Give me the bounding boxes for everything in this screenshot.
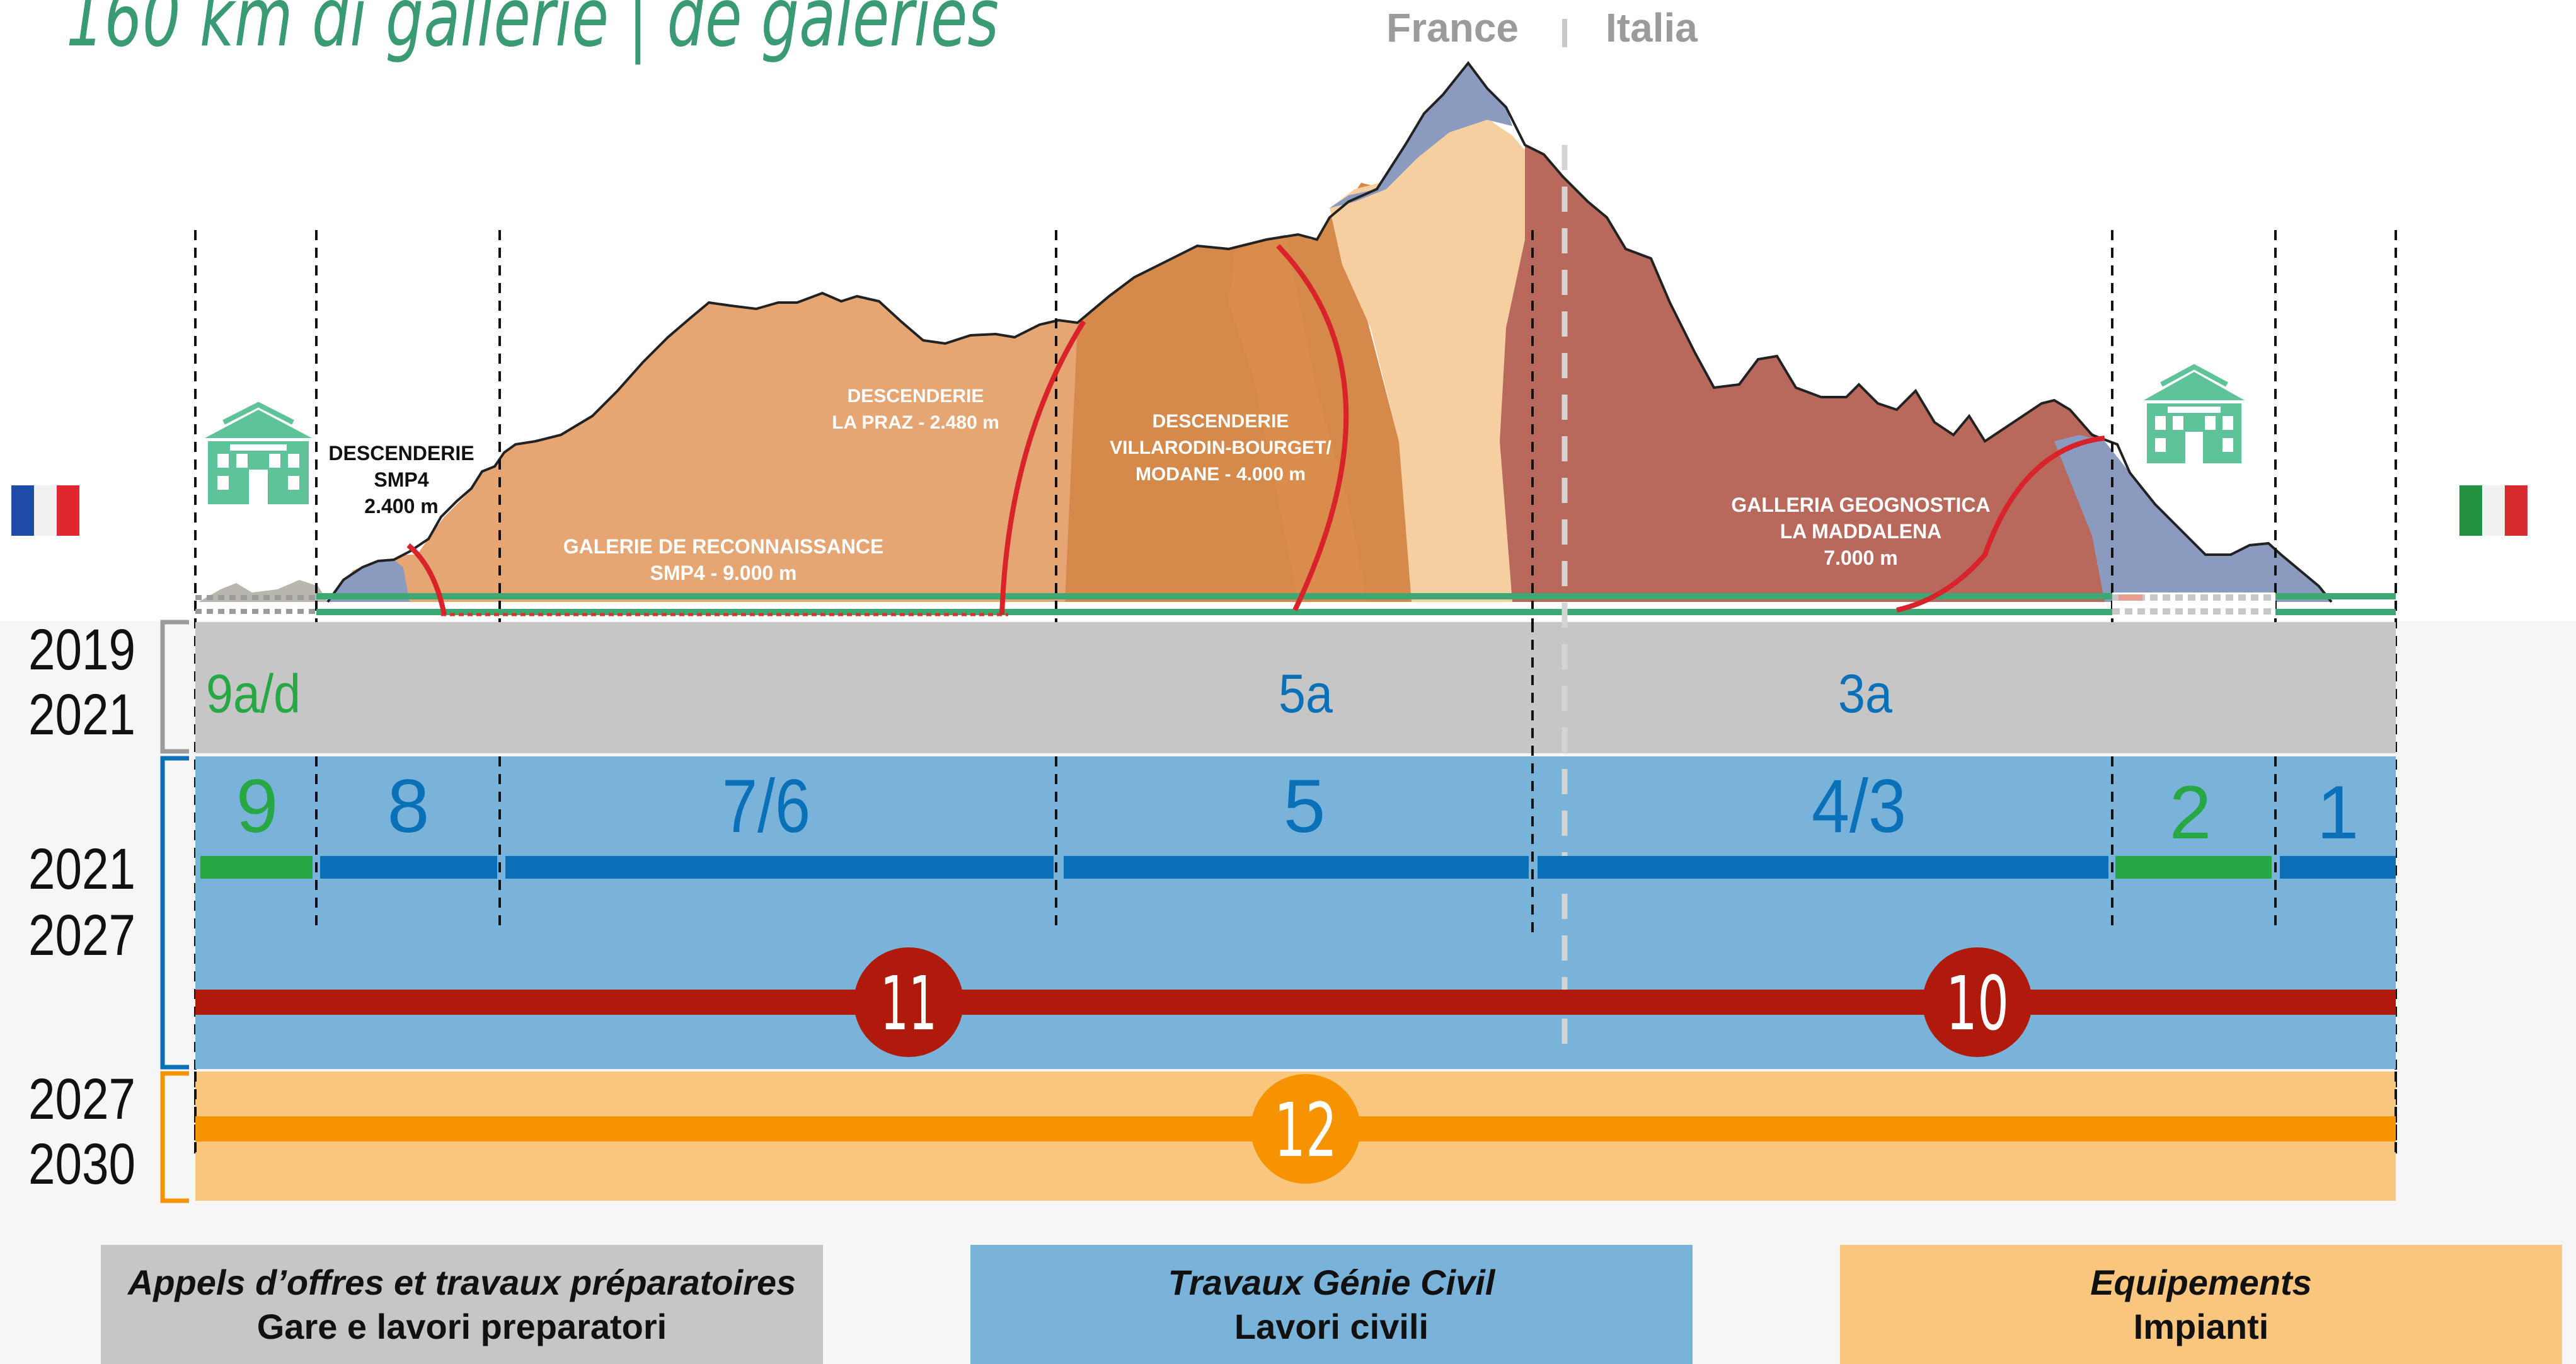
mountain-pale-core <box>1330 76 1531 602</box>
period-2-from: 2021 <box>28 837 135 901</box>
period-2-to: 2027 <box>28 903 135 968</box>
mountain-outline <box>326 61 2333 603</box>
descenderie-curves <box>406 244 2105 615</box>
lot-bar-4-3 <box>1538 856 2108 879</box>
period-3-to: 2030 <box>28 1132 135 1196</box>
bracket-2027-2030 <box>160 1071 189 1203</box>
label-maddalena-3: 7.000 m <box>1824 546 1897 569</box>
label-smp4-shaft-3: 2.400 m <box>364 495 438 517</box>
label-maddalena-1: GALLERIA GEOGNOSTICA <box>1731 494 1990 516</box>
badge-11 <box>854 947 963 1057</box>
bracket-2021-2027 <box>160 756 189 1070</box>
label-smp4-shaft-1: DESCENDERIE <box>328 442 474 465</box>
lot-8: 8 <box>388 764 430 848</box>
legend-equipment-line1: Equipements <box>2090 1262 2312 1302</box>
lot-2: 2 <box>2170 770 2212 855</box>
label-villarodin-1: DESCENDERIE <box>1153 411 1289 432</box>
lot-9: 9 <box>236 764 279 848</box>
lots-2021-2027: 9 8 7/6 5 4/3 2 1 <box>236 764 2359 855</box>
legend-equipment: Equipements Impianti <box>1840 1245 2562 1364</box>
legend-equipment-line2: Impianti <box>2133 1306 2269 1346</box>
column-dividers-over <box>194 622 2397 1153</box>
descenderie-curve-maddalena <box>1896 436 2105 613</box>
lot-bar-8 <box>320 856 497 879</box>
descenderie-curve-smp4 <box>406 543 447 615</box>
badge-10-label: 10 <box>1946 960 2009 1047</box>
label-smp4-gallery-2: SMP4 - 9.000 m <box>650 562 797 584</box>
tunnel-rails <box>195 592 2396 618</box>
legend-box-gray-bg <box>101 1245 823 1364</box>
country-label-italia: Italia <box>1606 5 1698 50</box>
legend-preparatory-line2: Gare e lavori preparatori <box>256 1306 667 1346</box>
legend-preparatory-line1: Appels d’offres et travaux préparatoires <box>127 1262 796 1302</box>
mountain-brown-side <box>1500 145 2117 602</box>
bracket-2019-2021 <box>160 620 189 754</box>
tunnel-rail-top <box>316 593 2396 599</box>
lot-3a: 3a <box>1838 664 1892 724</box>
lot-bar-2 <box>2115 856 2272 879</box>
line-red <box>195 990 2396 1015</box>
descenderie-curve-la-praz <box>999 320 1086 615</box>
lot-5a: 5a <box>1279 664 1333 724</box>
badge-12 <box>1251 1074 1360 1184</box>
mountain-right-foot <box>2054 435 2332 602</box>
label-la-praz-2: LA PRAZ - 2.480 m <box>832 412 999 433</box>
mountain-light-orange <box>328 293 1084 602</box>
period-3-from: 2027 <box>28 1067 135 1131</box>
label-villarodin-2: VILLARODIN-BOURGET/ <box>1110 437 1331 458</box>
badge-11-label: 11 <box>880 960 937 1047</box>
mountain-labels: DESCENDERIE SMP4 2.400 m DESCENDERIE LA … <box>328 386 1990 584</box>
lot-9a-d: 9a/d <box>206 664 301 724</box>
period-brackets <box>160 620 189 1203</box>
country-label-france: France <box>1386 5 1519 50</box>
period-1-to: 2021 <box>28 683 135 747</box>
lot-7-6: 7/6 <box>722 764 810 848</box>
legend-civil-works: Travaux Génie Civil Lavori civili <box>970 1245 1693 1364</box>
period-labels: 2019 2021 2021 2027 2027 2030 <box>28 618 135 1196</box>
lot-4-3: 4/3 <box>1812 764 1906 848</box>
badge-10 <box>1923 947 2032 1057</box>
label-smp4-gallery-1: GALERIE DE RECONNAISSANCE <box>563 535 884 558</box>
legend-civil-works-line1: Travaux Génie Civil <box>1168 1262 1495 1302</box>
lot-5: 5 <box>1284 764 1326 848</box>
legend-box-orange-bg <box>1840 1245 2562 1364</box>
mountain-summit-cap <box>1330 63 1512 208</box>
station-icon-right <box>2144 364 2245 463</box>
station-icon-left <box>205 402 312 504</box>
lot-bars <box>200 856 2396 879</box>
label-la-praz-1: DESCENDERIE <box>848 386 984 407</box>
label-villarodin-3: MODANE - 4.000 m <box>1136 464 1306 485</box>
band-2019-2021 <box>195 622 2396 753</box>
lot-bar-1 <box>2280 856 2396 879</box>
legend-civil-works-line2: Lavori civili <box>1234 1306 1429 1346</box>
lot-bar-7-6 <box>505 856 1054 879</box>
lots-2019-2021: 9a/d 5a 3a <box>206 664 1892 724</box>
label-maddalena-2: LA MADDALENA <box>1780 520 1942 543</box>
legend-preparatory: Appels d’offres et travaux préparatoires… <box>101 1245 823 1364</box>
lot-bar-5 <box>1064 856 1529 879</box>
badge-12-label: 12 <box>1274 1087 1337 1174</box>
mountain-blue-foot <box>328 560 410 602</box>
page-title: 160 km di gallerie | de galeries <box>66 0 999 65</box>
lot-1: 1 <box>2317 770 2359 855</box>
legend-box-blue-bg <box>970 1245 1693 1364</box>
lot-bar-9 <box>200 856 313 879</box>
period-1-from: 2019 <box>28 618 135 682</box>
flag-france-icon <box>11 485 79 536</box>
label-smp4-shaft-2: SMP4 <box>374 468 428 491</box>
flag-italy-icon <box>2459 485 2527 536</box>
tunnel-rail-bottom <box>316 609 2396 615</box>
descenderie-curve-villarodin <box>1276 244 1349 611</box>
